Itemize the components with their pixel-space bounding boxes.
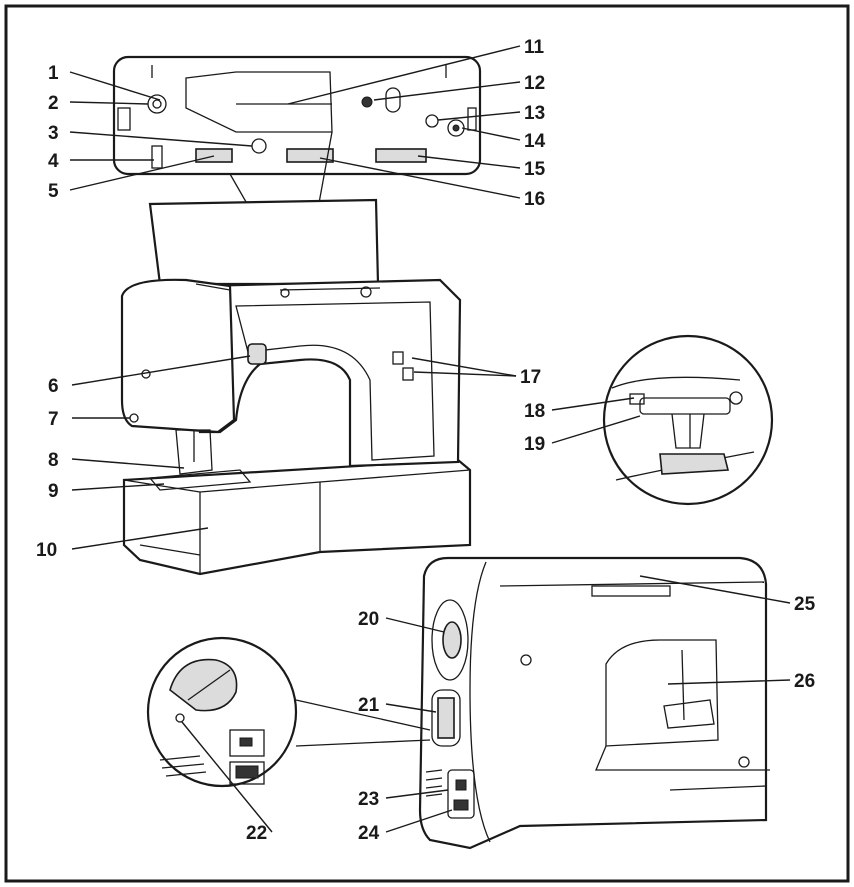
presser-foot-detail [602,334,774,506]
callout-numbers: 1 2 3 4 5 6 7 8 9 10 11 12 13 14 15 16 1… [36,37,816,844]
callout-23: 23 [358,789,379,810]
callout-4: 4 [48,151,59,172]
callout-24: 24 [358,823,380,844]
machine-back-view [418,556,770,850]
callout-25: 25 [794,594,816,615]
leader-lines [69,45,791,833]
callout-9: 9 [48,481,59,502]
callout-2: 2 [48,93,59,114]
callout-8: 8 [48,450,59,471]
callout-19: 19 [524,434,545,455]
callout-14: 14 [524,131,546,152]
rear-panel-detail [146,636,431,788]
callout-1: 1 [48,63,59,84]
callout-10: 10 [36,540,57,561]
callout-26: 26 [794,671,815,692]
callout-18: 18 [524,401,545,422]
callout-13: 13 [524,103,545,124]
callout-17: 17 [520,367,541,388]
callout-11: 11 [524,37,545,58]
callout-21: 21 [358,695,380,716]
callout-16: 16 [524,189,545,210]
callout-22: 22 [246,823,267,844]
machine-front-view [120,198,472,576]
diagram-frame [4,4,850,883]
callout-12: 12 [524,73,545,94]
callout-7: 7 [48,409,59,430]
callout-3: 3 [48,123,59,144]
callout-15: 15 [524,159,546,180]
callout-5: 5 [48,181,59,202]
callout-6: 6 [48,376,59,397]
callout-20: 20 [358,609,379,630]
